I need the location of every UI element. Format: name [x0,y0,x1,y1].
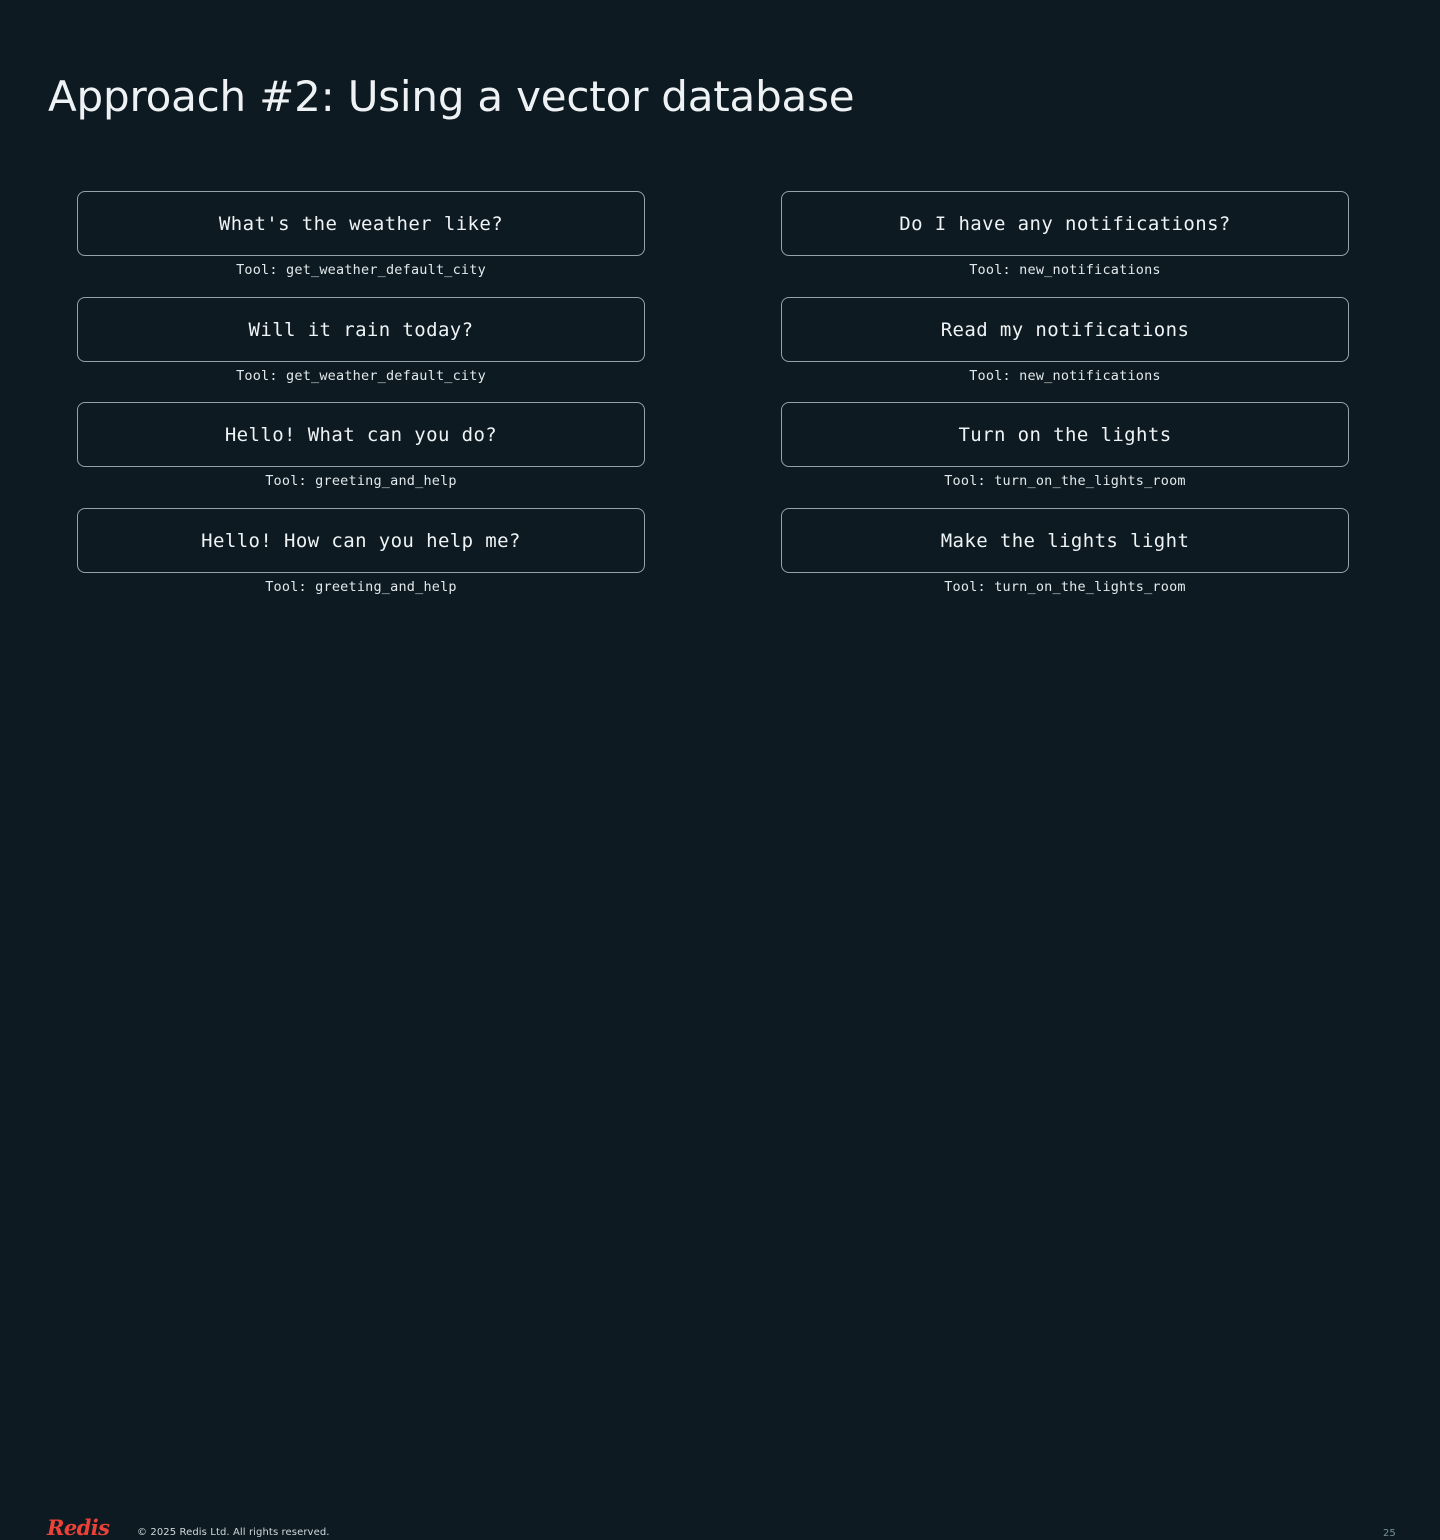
page-title: Approach #2: Using a vector database [48,72,855,121]
utterance-card[interactable]: What's the weather like? [77,191,645,256]
copyright-text: © 2025 Redis Ltd. All rights reserved. [137,1527,330,1538]
redis-logo: Redis [47,1516,113,1540]
utterance-text: What's the weather like? [218,213,504,235]
slide-footer: Redis © 2025 Redis Ltd. All rights reser… [0,750,1440,1540]
tool-caption: Tool: turn_on_the_lights_room [944,473,1186,489]
utterance-text: Read my notifications [940,318,1190,341]
utterance-card[interactable]: Read my notifications [781,296,1349,362]
utterance-text: Turn on the lights [958,424,1172,446]
utterance-text: Hello! What can you do? [224,424,498,446]
card-group: Make the lights light Tool: turn_on_the_… [781,507,1349,595]
utterance-card[interactable]: Hello! What can you do? [77,402,645,467]
tool-caption: Tool: turn_on_the_lights_room [944,578,1186,595]
tool-caption: Tool: new_notifications [969,262,1161,278]
card-group: Turn on the lights Tool: turn_on_the_lig… [781,402,1349,489]
tool-caption: Tool: get_weather_default_city [236,367,486,384]
redis-logo-text: Redis [47,1515,110,1540]
slide: Approach #2: Using a vector database Wha… [0,72,1440,1540]
card-group: Read my notifications Tool: new_notifica… [781,296,1349,384]
card-group: Will it rain today? Tool: get_weather_de… [77,296,645,384]
utterance-card[interactable]: Turn on the lights [781,402,1349,467]
card-group: Hello! What can you do? Tool: greeting_a… [77,402,645,489]
utterance-text: Do I have any notifications? [899,213,1231,235]
utterance-text: Make the lights light [940,529,1190,552]
page-number: 25 [1383,1528,1396,1539]
tool-caption: Tool: new_notifications [969,367,1161,384]
utterance-card[interactable]: Do I have any notifications? [781,191,1349,256]
utterance-text: Hello! How can you help me? [201,529,521,552]
tool-caption: Tool: greeting_and_help [265,578,457,595]
card-group: What's the weather like? Tool: get_weath… [77,191,645,278]
utterance-card[interactable]: Hello! How can you help me? [77,507,645,573]
tool-caption: Tool: greeting_and_help [265,473,457,489]
utterance-column-left: What's the weather like? Tool: get_weath… [77,191,645,613]
utterance-text: Will it rain today? [248,318,474,341]
utterance-column-right: Do I have any notifications? Tool: new_n… [781,191,1349,613]
card-group: Do I have any notifications? Tool: new_n… [781,191,1349,278]
utterance-card[interactable]: Will it rain today? [77,296,645,362]
tool-caption: Tool: get_weather_default_city [236,262,486,278]
utterance-card[interactable]: Make the lights light [781,507,1349,573]
card-group: Hello! How can you help me? Tool: greeti… [77,507,645,595]
